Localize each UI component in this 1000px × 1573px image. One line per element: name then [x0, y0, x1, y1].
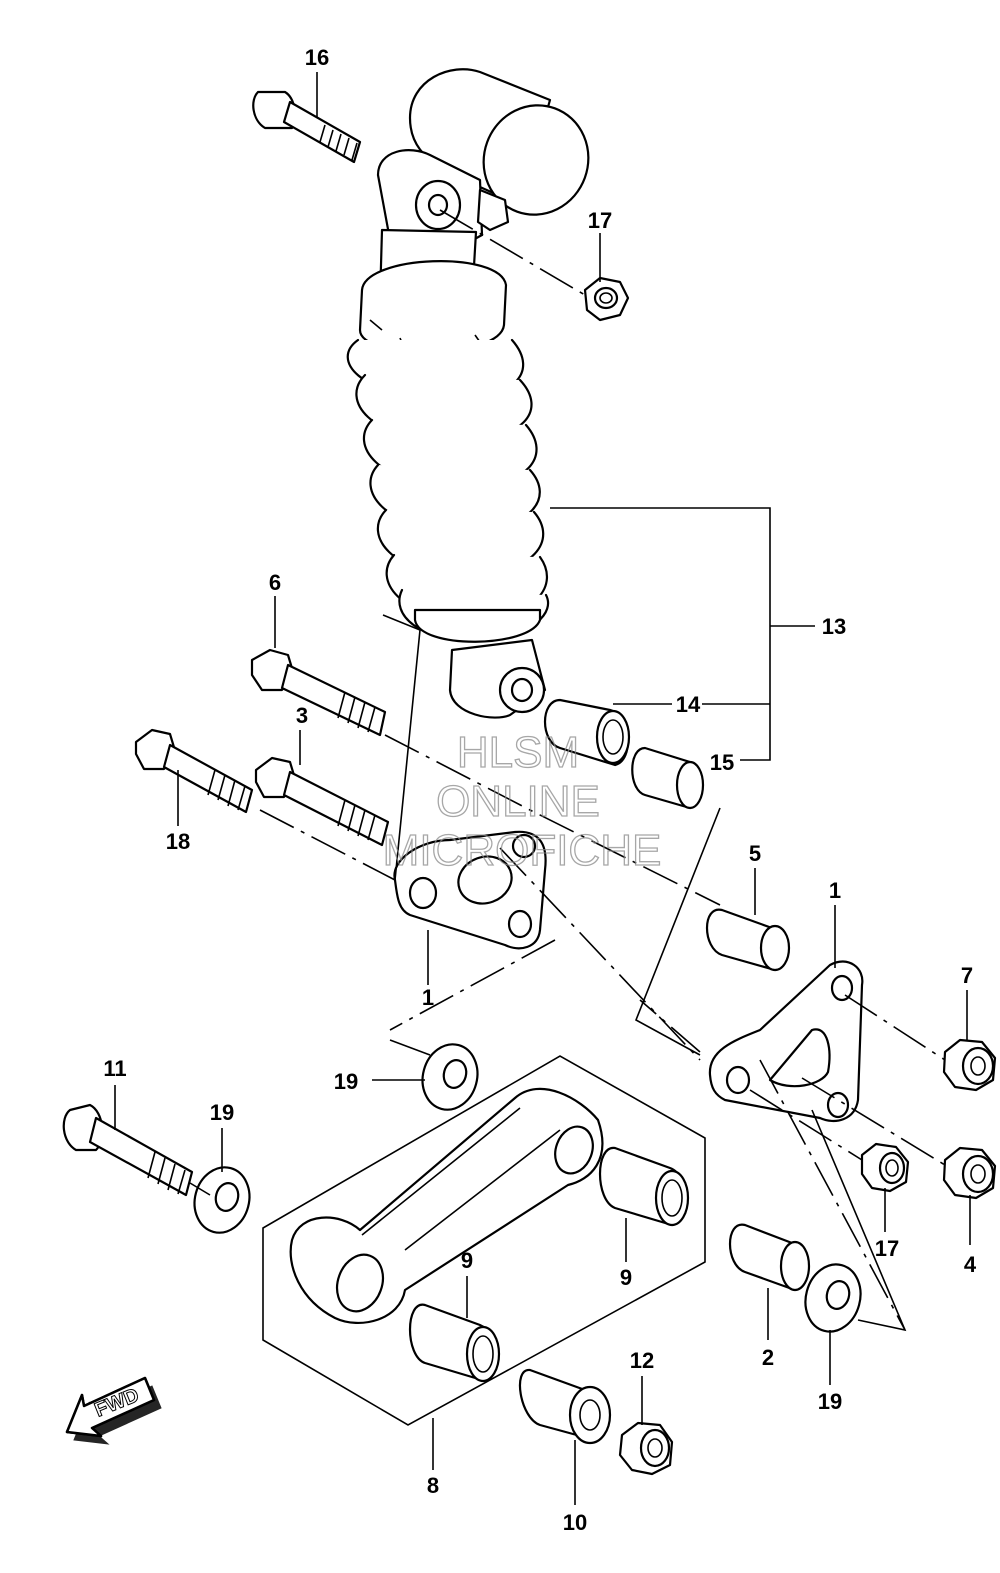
- callout-19-left: 19: [210, 1100, 234, 1125]
- part-2-collar: [728, 1223, 811, 1292]
- part-8-link-arm: [289, 1087, 604, 1325]
- part-15-collar: [631, 746, 705, 810]
- callout-14: 14: [676, 692, 701, 717]
- watermark-line2: ONLINE: [436, 777, 600, 826]
- watermark-line3: MICROFICHE: [383, 826, 662, 875]
- callout-15: 15: [710, 750, 734, 775]
- part-12-nut: [618, 1421, 674, 1476]
- callout-17-lower: 17: [875, 1236, 899, 1261]
- part-17-nut-lower: [860, 1142, 910, 1193]
- callout-13: 13: [822, 614, 846, 639]
- part-1-bracket-left: [393, 830, 547, 950]
- shock-absorber: [346, 68, 590, 719]
- part-18-bolt: [134, 728, 254, 814]
- fwd-arrow-icon: FWD: [65, 1376, 162, 1445]
- part-11-bolt: [62, 1103, 194, 1197]
- part-7-nut: [942, 1038, 997, 1092]
- part-10-collar: [518, 1368, 612, 1445]
- part-14-bushing: [543, 698, 631, 767]
- callout-16: 16: [305, 45, 329, 70]
- callout-8: 8: [427, 1473, 439, 1498]
- part-6-bolt: [250, 648, 387, 737]
- callout-11: 11: [103, 1056, 126, 1081]
- callout-3: 3: [296, 703, 308, 728]
- callout-6: 6: [269, 570, 281, 595]
- callout-7: 7: [961, 963, 973, 988]
- callout-19-middle: 19: [334, 1069, 358, 1094]
- callout-17-upper: 17: [588, 208, 612, 233]
- callout-1-left: 1: [422, 985, 434, 1010]
- callout-19-right: 19: [818, 1389, 842, 1414]
- callouts: 16 17 13 14 15 6 3 18 1 5 1 7 4 17 19 19…: [103, 45, 977, 1535]
- callout-4: 4: [964, 1252, 977, 1277]
- part-3-bolt: [254, 756, 390, 847]
- callout-9-right: 9: [620, 1265, 632, 1290]
- part-5-collar: [705, 908, 791, 972]
- part-9-bearing-lower: [408, 1303, 501, 1383]
- callout-9-lower: 9: [461, 1248, 473, 1273]
- part-9-bearing-upper: [598, 1146, 690, 1227]
- watermark: HLSM ONLINE MICROFICHE: [382, 727, 662, 875]
- part-16-bolt: [252, 90, 362, 164]
- callout-5: 5: [749, 841, 761, 866]
- part-19-washer-right: [804, 1263, 862, 1333]
- part-19-washer-left: [193, 1166, 251, 1234]
- part-4-nut: [942, 1146, 997, 1200]
- assembly-lines: [189, 209, 946, 1331]
- watermark-line1: HLSM: [457, 728, 579, 777]
- callout-12: 12: [630, 1348, 654, 1373]
- part-19-washer-middle: [421, 1043, 479, 1111]
- callout-10: 10: [563, 1510, 587, 1535]
- callout-1-right: 1: [829, 878, 841, 903]
- callout-2: 2: [762, 1345, 774, 1370]
- leader-lines: [114, 72, 971, 1505]
- part-17-nut-upper: [583, 276, 630, 322]
- part-1-bracket-right: [708, 960, 864, 1123]
- callout-18: 18: [166, 829, 190, 854]
